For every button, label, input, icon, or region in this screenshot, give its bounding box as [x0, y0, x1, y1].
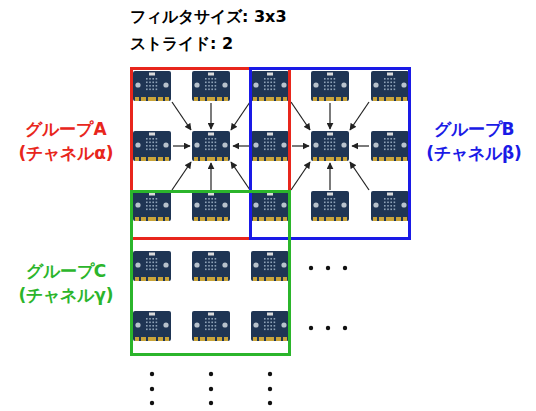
channel-name: (チャネルα)	[18, 141, 113, 165]
parameter-label: ストライド: 2	[130, 34, 233, 54]
filter-arrows	[172, 102, 369, 190]
group-name: グループB	[426, 117, 522, 141]
group-box: グループC(チャネルγ)	[130, 190, 291, 356]
group-label: グループC(チャネルγ)	[18, 259, 113, 307]
parameter-label: フィルタサイズ: 3x3	[130, 7, 287, 27]
group-label: グループA(チャネルα)	[18, 117, 113, 165]
group-box: グループA(チャネルα)	[130, 67, 291, 240]
ellipsis-dots	[150, 266, 347, 405]
channel-name: (チャネルγ)	[18, 283, 113, 307]
group-name: グループA	[18, 117, 113, 141]
channel-name: (チャネルβ)	[426, 141, 522, 165]
group-box: グループB(チャネルβ)	[249, 67, 411, 240]
group-label: グループB(チャネルβ)	[426, 117, 522, 165]
microbit-board	[133, 71, 409, 341]
group-name: グループC	[18, 259, 113, 283]
